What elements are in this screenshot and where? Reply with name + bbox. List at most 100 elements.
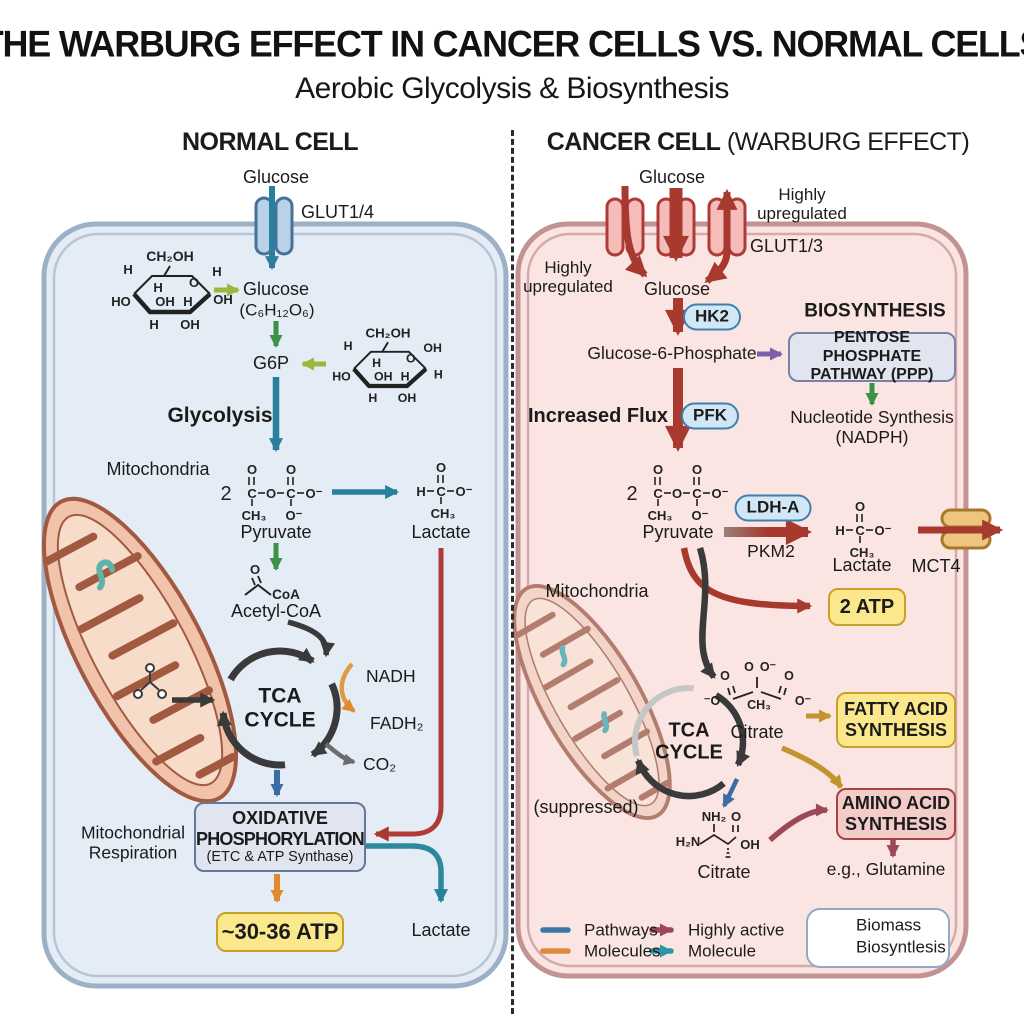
lactate-mid-label: Lactate bbox=[411, 521, 471, 542]
glucose-top-cancer-label: Glucose bbox=[638, 166, 706, 187]
oxphos-line3: (ETC & ATP Synthase) bbox=[206, 849, 354, 866]
tca-arc bbox=[310, 682, 341, 758]
tca-arc bbox=[635, 758, 726, 800]
glucose-in-cancer-label: Glucose bbox=[643, 278, 711, 299]
tca-line2: CYCLE bbox=[244, 708, 316, 731]
svg-text:⁻O: ⁻O bbox=[704, 694, 721, 708]
pyruvate-cancer-label: Pyruvate bbox=[642, 521, 714, 542]
pyruvate-to-tca-arrow bbox=[696, 547, 717, 680]
pyruvate-to-atp-arrow bbox=[680, 547, 813, 614]
atp2-value: 2 ATP bbox=[839, 595, 895, 618]
svg-text:O⁻: O⁻ bbox=[692, 508, 709, 523]
svg-text:H: H bbox=[416, 484, 425, 499]
svg-text:O: O bbox=[855, 499, 865, 514]
tca-to-amino-arrow bbox=[721, 778, 740, 808]
tca-arc bbox=[714, 692, 751, 767]
lactate-bottom-label: Lactate bbox=[411, 919, 471, 940]
glucose-in-label: Glucose bbox=[242, 278, 310, 299]
svg-text:OH: OH bbox=[374, 369, 393, 383]
cancer-heading-bold: CANCER CELL bbox=[546, 128, 721, 156]
svg-text:O: O bbox=[250, 562, 260, 577]
g6p-label: G6P bbox=[252, 352, 290, 373]
legend-box bbox=[806, 908, 950, 968]
svg-text:O: O bbox=[744, 660, 754, 674]
svg-text:H: H bbox=[153, 280, 162, 295]
svg-text:HO: HO bbox=[332, 369, 351, 383]
mct4-label: MCT4 bbox=[911, 555, 961, 576]
atp-yield-box: ~30-36 ATP bbox=[216, 912, 344, 952]
ppp-line1: PENTOSE PHOSPHATE bbox=[822, 329, 922, 365]
increased-flux-label: Increased Flux bbox=[527, 404, 669, 427]
atp-yield-value: ~30-36 ATP bbox=[221, 919, 339, 945]
oxphos-box: OXIDATIVE PHOSPHORYLATION (ETC & ATP Syn… bbox=[194, 802, 366, 872]
cancer-heading-suffix: (WARBURG EFFECT) bbox=[720, 128, 970, 156]
svg-text:CH₂OH: CH₂OH bbox=[365, 326, 410, 341]
mito-resp-line2: Respiration bbox=[88, 842, 178, 862]
svg-text:O: O bbox=[189, 275, 199, 290]
svg-text:H: H bbox=[123, 262, 132, 277]
acetyl-coa-structure: O CoA bbox=[244, 562, 300, 602]
legend-molecule-label: Molecule bbox=[688, 941, 757, 961]
glucose-ring-structure-1: CH₂OH H O H H OH H HO OH H OH bbox=[111, 248, 233, 332]
fatty-line1: FATTY ACID bbox=[844, 699, 948, 720]
svg-text:CH₃: CH₃ bbox=[242, 508, 267, 523]
tca-arc-suppressed bbox=[631, 685, 694, 757]
biosynthesis-label: BIOSYNTHESIS bbox=[804, 300, 946, 322]
pfk-pill: PFK bbox=[681, 402, 739, 430]
amino-line1: AMINO ACID bbox=[841, 793, 951, 814]
glutamine-label: e.g., Glutamine bbox=[826, 859, 946, 880]
svg-text:OH: OH bbox=[740, 837, 760, 852]
page-title: THE WARBURG EFFECT IN CANCER CELLS VS. N… bbox=[0, 23, 1024, 65]
svg-text:CH₃: CH₃ bbox=[747, 698, 771, 712]
citrate2-label: Citrate bbox=[697, 861, 751, 882]
atp2-box: 2 ATP bbox=[828, 588, 906, 626]
nadh-fadh2-arrow bbox=[339, 662, 356, 713]
svg-text:C: C bbox=[855, 523, 865, 538]
svg-text:H₂N: H₂N bbox=[676, 834, 701, 849]
hk2-pill: HK2 bbox=[682, 303, 742, 331]
aminoacid-arrow bbox=[768, 803, 829, 843]
upreg-line2: upregulated bbox=[757, 204, 847, 223]
svg-text:OH: OH bbox=[180, 317, 200, 332]
svg-text:NH₂: NH₂ bbox=[702, 809, 727, 824]
nucleotide-label: Nucleotide Synthesis bbox=[790, 407, 954, 428]
citrate-label: Citrate bbox=[730, 721, 784, 742]
glucose-top-label: Glucose bbox=[242, 166, 310, 187]
svg-text:O⁻: O⁻ bbox=[875, 523, 892, 538]
svg-text:O: O bbox=[784, 669, 794, 683]
upreg-line1: Highly bbox=[544, 257, 592, 277]
fatty-line2: SYNTHESIS bbox=[844, 720, 948, 740]
glucose-formula-label: (C₆H₁₂O₆) bbox=[239, 300, 315, 320]
cancer-cell-heading: CANCER CELL (WARBURG EFFECT) bbox=[547, 128, 970, 156]
svg-text:H: H bbox=[835, 523, 844, 538]
svg-text:O: O bbox=[692, 462, 702, 477]
svg-text:OH: OH bbox=[155, 294, 175, 309]
svg-text:H: H bbox=[401, 369, 410, 383]
panel-divider bbox=[511, 130, 514, 1014]
svg-text:O⁻: O⁻ bbox=[760, 660, 777, 674]
svg-text:O: O bbox=[672, 486, 682, 501]
glut14-label: GLUT1/4 bbox=[301, 201, 375, 222]
svg-text:H: H bbox=[368, 391, 377, 405]
svg-text:H: H bbox=[372, 356, 381, 370]
g6phosphate-label: Glucose-6-Phosphate bbox=[587, 343, 757, 364]
svg-text:O: O bbox=[286, 462, 296, 477]
glut13-label: GLUT1/3 bbox=[750, 235, 824, 256]
svg-text:2: 2 bbox=[626, 483, 637, 505]
svg-text:CH₃: CH₃ bbox=[648, 508, 673, 523]
mito-dna-icon bbox=[559, 645, 568, 668]
svg-text:O: O bbox=[406, 351, 416, 365]
svg-text:O: O bbox=[653, 462, 663, 477]
pkm2-label: PKM2 bbox=[747, 541, 795, 562]
glut-arrow-3-down bbox=[704, 251, 731, 284]
svg-text:O⁻: O⁻ bbox=[306, 486, 323, 501]
nadph-label: (NADPH) bbox=[835, 427, 909, 448]
